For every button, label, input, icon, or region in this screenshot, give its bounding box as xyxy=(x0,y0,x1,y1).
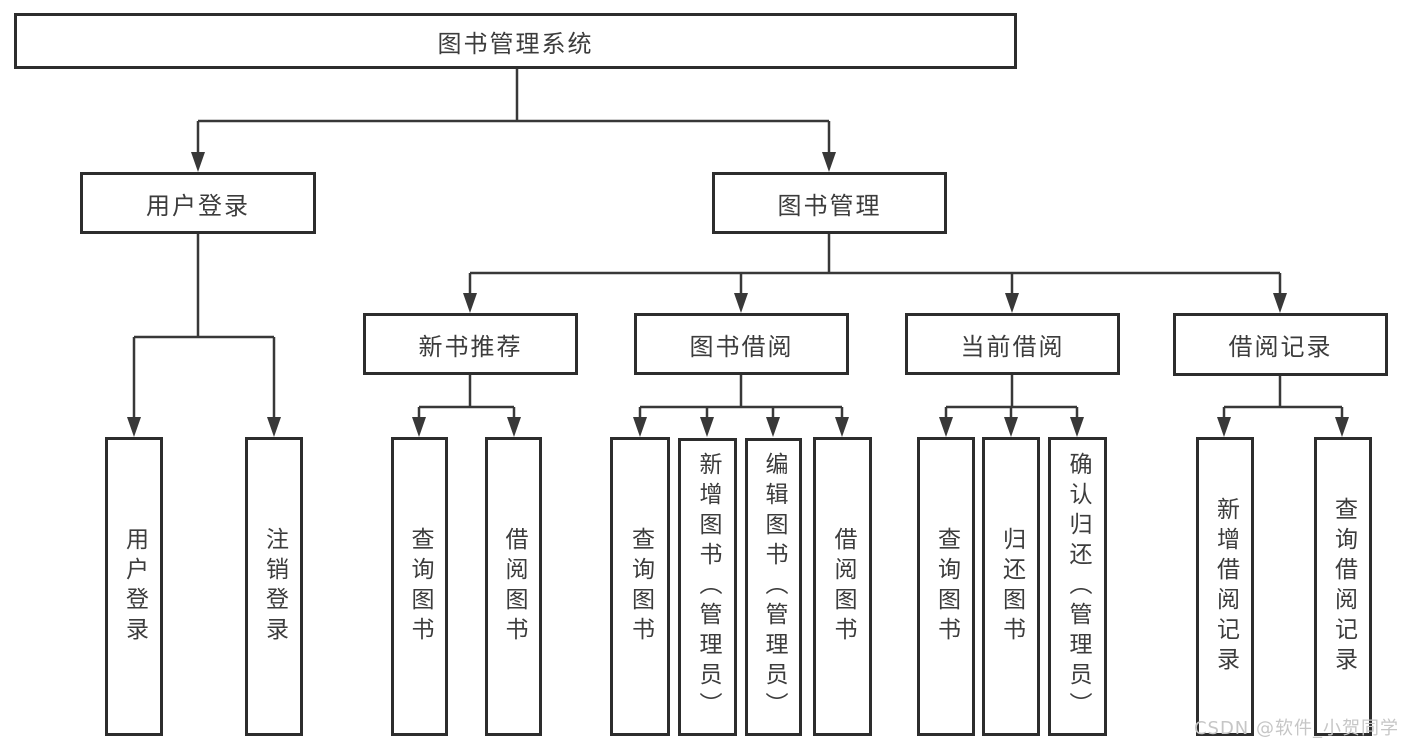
connector-book-management-to-level3 xyxy=(468,234,1282,294)
node-leaf-query-borrow-record: 查询借阅记录 xyxy=(1314,437,1372,736)
node-leaf-add-borrow-record: 新增借阅记录 xyxy=(1196,437,1254,736)
node-root: 图书管理系统 xyxy=(14,13,1017,69)
node-leaf-logout: 注销登录 xyxy=(245,437,303,736)
node-leaf-edit-books-admin: 编辑图书（管理员） xyxy=(745,438,802,736)
arrow-to-leaf-edit-books xyxy=(766,417,780,437)
node-leaf-borrow-books-2: 借阅图书 xyxy=(813,437,872,736)
arrow-to-book-management xyxy=(822,152,836,172)
connector-book-borrowing-to-leaves xyxy=(638,375,844,418)
connector-current-borrowing-to-leaves xyxy=(944,375,1079,418)
node-new-book-recommend: 新书推荐 xyxy=(363,313,578,375)
node-leaf-borrow-books-1: 借阅图书 xyxy=(485,437,542,736)
arrow-to-leaf-borrow-books-2 xyxy=(835,417,849,437)
arrow-to-leaf-add-books xyxy=(700,417,714,437)
node-leaf-query-books-2: 查询图书 xyxy=(610,437,670,736)
arrow-to-new-book-recommend xyxy=(463,293,477,313)
node-current-borrowing: 当前借阅 xyxy=(905,313,1120,375)
arrow-to-leaf-query-books-3 xyxy=(939,417,953,437)
connector-user-login-to-leaves xyxy=(132,234,276,418)
connector-root-to-level2 xyxy=(196,69,831,153)
arrow-to-leaf-borrow-books-1 xyxy=(507,417,521,437)
arrow-to-leaf-query-books-2 xyxy=(633,417,647,437)
node-leaf-user-login: 用户登录 xyxy=(105,437,163,736)
arrow-to-current-borrowing xyxy=(1005,293,1019,313)
node-book-borrowing: 图书借阅 xyxy=(634,313,849,375)
node-leaf-confirm-return-admin: 确认归还（管理员） xyxy=(1048,437,1107,736)
node-user-login: 用户登录 xyxy=(80,172,316,234)
arrow-to-book-borrowing xyxy=(734,293,748,313)
arrow-to-leaf-user-login xyxy=(127,417,141,437)
node-book-management: 图书管理 xyxy=(712,172,947,234)
arrow-to-leaf-logout xyxy=(267,417,281,437)
node-leaf-query-books-1: 查询图书 xyxy=(391,437,448,736)
arrow-to-leaf-confirm-return xyxy=(1070,417,1084,437)
csdn-watermark: CSDN @软件_小贺同学 xyxy=(1193,718,1399,739)
arrow-to-leaf-query-borrow-record xyxy=(1335,417,1349,437)
arrow-to-leaf-add-borrow-record xyxy=(1217,417,1231,437)
arrow-to-borrow-records xyxy=(1273,293,1287,313)
arrow-to-user-login xyxy=(191,152,205,172)
node-leaf-add-books-admin: 新增图书（管理员） xyxy=(678,438,737,736)
connector-borrow-records-to-leaves xyxy=(1222,375,1344,418)
connector-new-book-recommend-to-leaves xyxy=(417,375,516,418)
node-leaf-return-books: 归还图书 xyxy=(982,437,1040,736)
arrow-to-leaf-query-books-1 xyxy=(412,417,426,437)
node-borrow-records: 借阅记录 xyxy=(1173,313,1388,376)
arrow-to-leaf-return-books xyxy=(1004,417,1018,437)
node-leaf-query-books-3: 查询图书 xyxy=(917,437,975,736)
